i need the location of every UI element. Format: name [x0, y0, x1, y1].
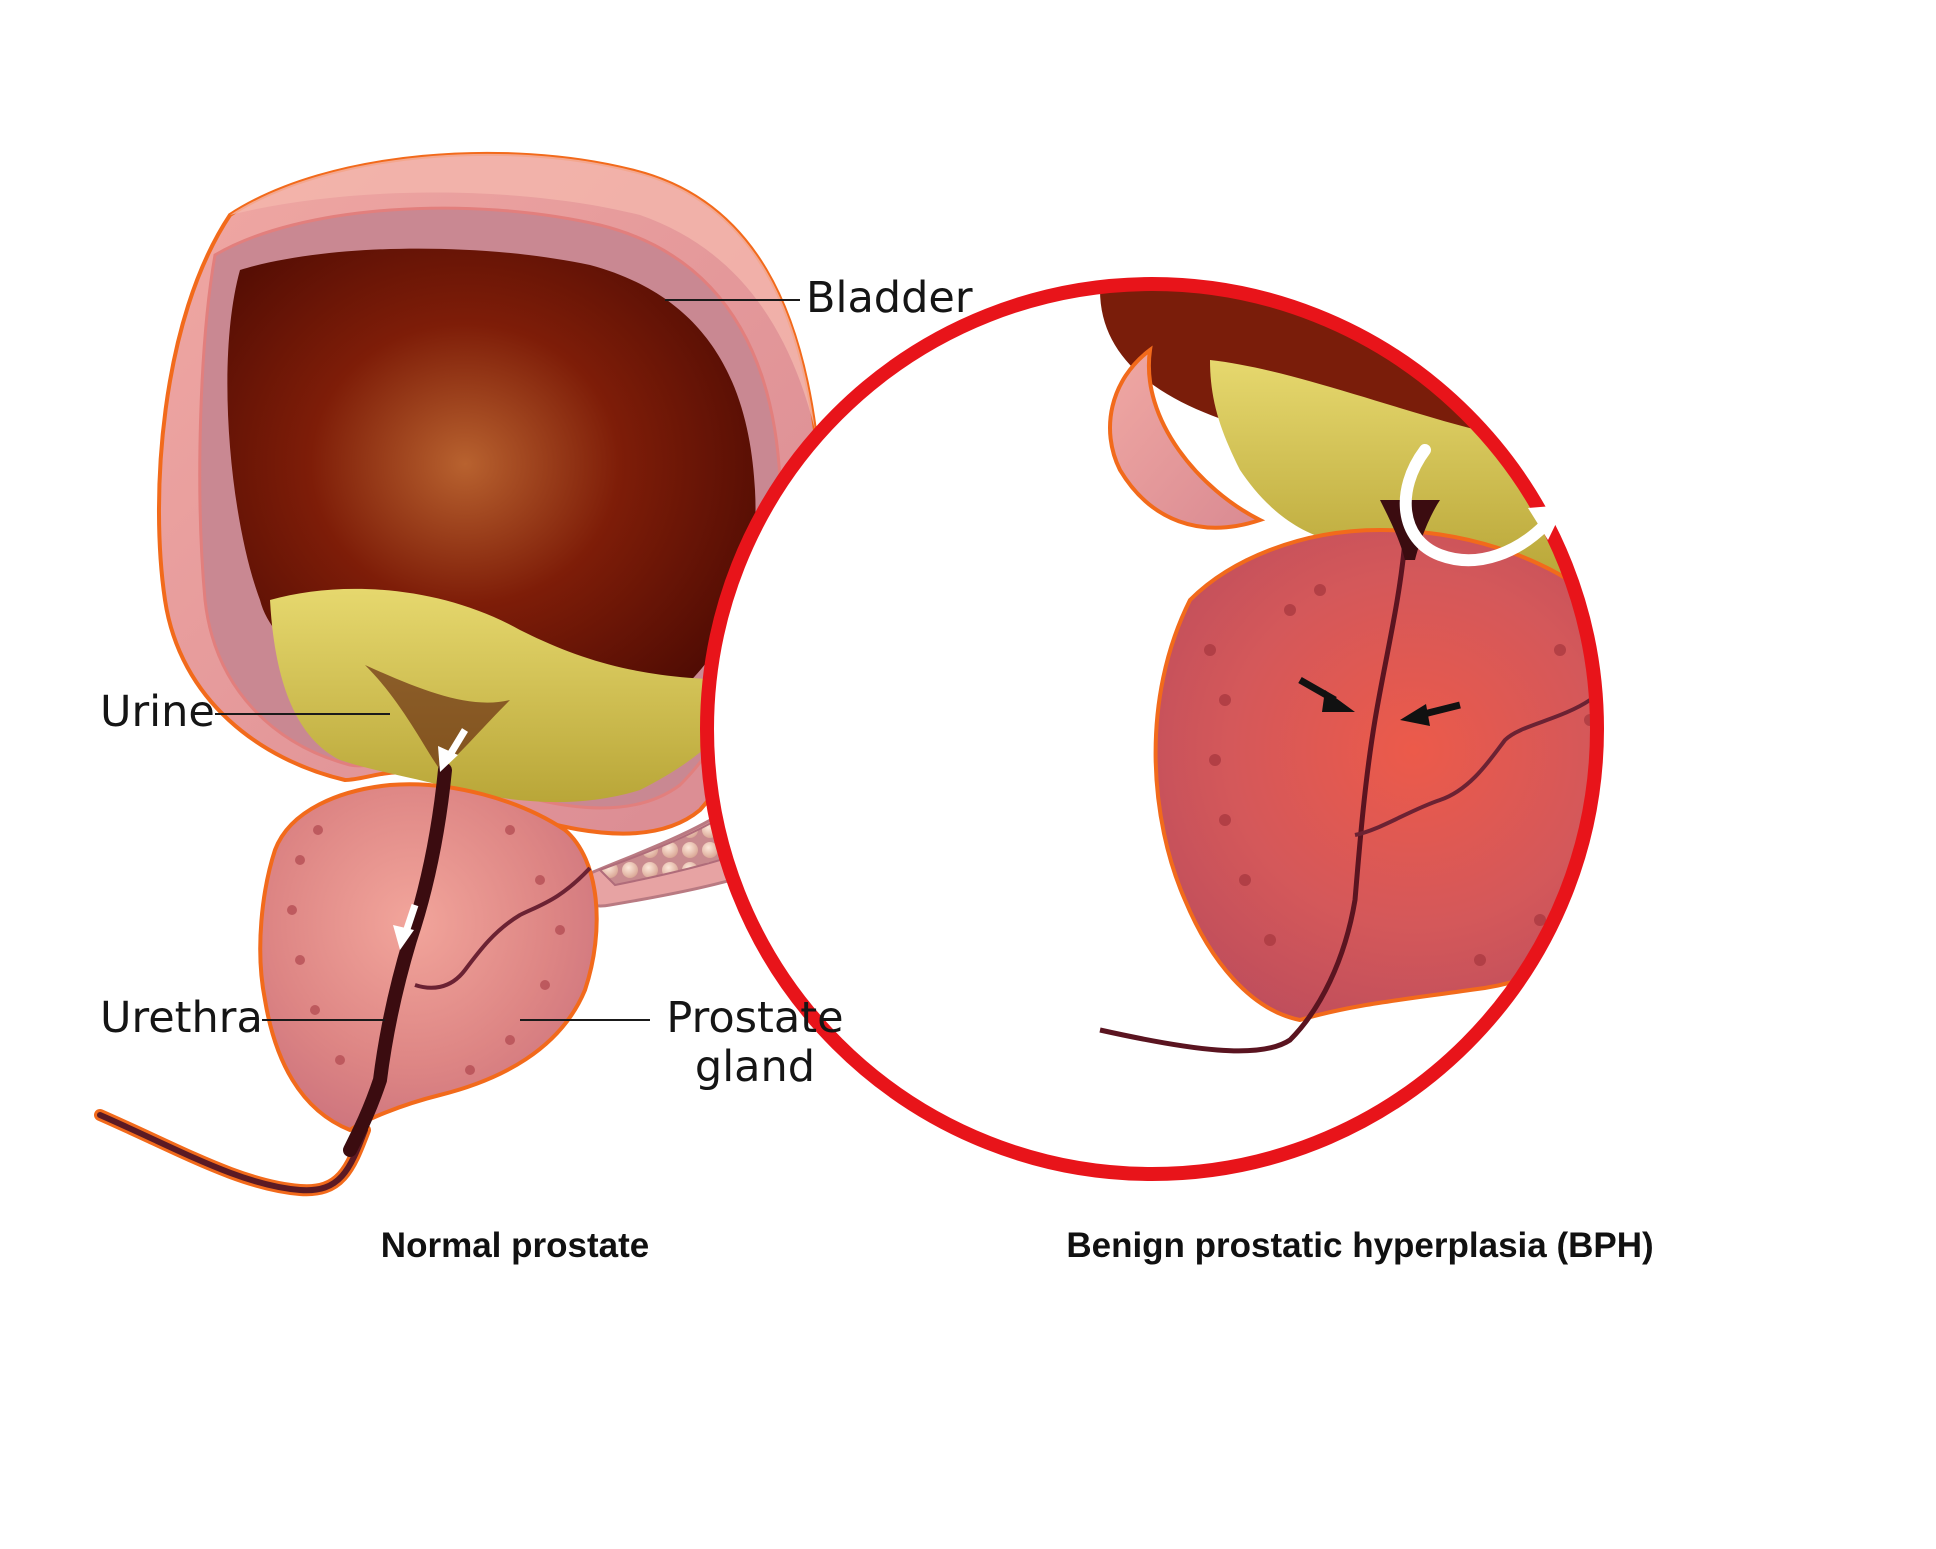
prostate-gland: [258, 782, 599, 1133]
bph-urethra: [1099, 539, 1408, 1054]
urethra-tail: [94, 1109, 371, 1197]
prostate-label-line2: gland: [694, 1042, 816, 1093]
urine-label: Urine: [100, 687, 215, 737]
prostate-gland-label: Prostate gland: [650, 993, 860, 1093]
urethra: [343, 763, 452, 1157]
normal-prostate-diagram: [94, 151, 922, 1197]
urine-pool: [270, 588, 750, 803]
bph-magnified-view: [700, 277, 1604, 1181]
magnify-ring: [700, 277, 1604, 1181]
curved-retention-arrow-icon: [1399, 444, 1565, 567]
ejaculatory-duct: [414, 866, 592, 990]
bph-prostate-gland: [1153, 527, 1597, 1023]
bph-caption: Benign prostatic hyperplasia (BPH): [1066, 1226, 1654, 1265]
urethra-label: Urethra: [100, 993, 263, 1043]
leader-lines: [215, 299, 800, 1021]
bph-urine: [1210, 360, 1597, 580]
prostate-label-line1: Prostate: [666, 993, 844, 1043]
bladder-label: Bladder: [806, 273, 973, 323]
black-compression-arrow-icon: [1298, 676, 1461, 726]
normal-prostate-caption: Normal prostate: [380, 1226, 650, 1265]
white-flow-arrow-icon: [393, 728, 468, 950]
